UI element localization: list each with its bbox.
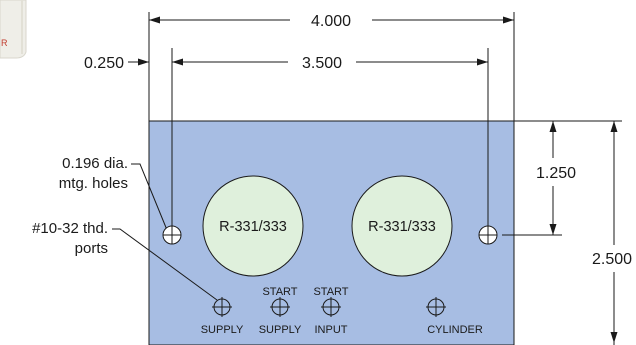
- photo-mark-text: R: [1, 38, 8, 48]
- port-cylinder: CYLINDER: [426, 297, 483, 336]
- ports-leader: [112, 228, 218, 301]
- ports-callout-line2: ports: [75, 240, 108, 257]
- port-start-input: START INPUT: [313, 286, 348, 336]
- mounting-hole-left: [162, 225, 182, 245]
- mounting-hole-right: [478, 225, 498, 245]
- product-photo-fragment: R: [0, 0, 27, 59]
- overall-height-label: 2.500: [592, 251, 632, 268]
- port-start-supply-top-label: START: [262, 286, 297, 298]
- mounting-holes-callout-line1: 0.196 dia.: [62, 155, 128, 172]
- photo-body: [0, 0, 27, 59]
- callout-ports: #10-32 thd. ports: [32, 220, 218, 301]
- arrow-width-left: [149, 16, 160, 24]
- dimension-overall-height: 2.500: [592, 121, 632, 345]
- dimension-overall-width: 4.000: [149, 13, 514, 30]
- extension-lines: [148, 12, 622, 236]
- mounting-holes-leader: [131, 163, 168, 231]
- hole-spacing-label: 3.500: [302, 55, 342, 72]
- port-start-supply-bottom-label: SUPPLY: [259, 324, 302, 336]
- arrow-offset-left: [138, 58, 149, 66]
- port-start-input-bottom-label: INPUT: [315, 324, 348, 336]
- arrow-spacing-right: [477, 58, 488, 66]
- valve-left-label: R-331/333: [219, 219, 287, 235]
- hole-height-label: 1.250: [536, 165, 576, 182]
- valve-left: R-331/333: [202, 175, 304, 277]
- dimension-hole-offset: 0.250: [84, 55, 190, 72]
- ports-callout-line1: #10-32 thd.: [32, 220, 108, 237]
- valve-right-label: R-331/333: [368, 219, 436, 235]
- callout-mounting-holes: 0.196 dia. mtg. holes: [59, 155, 168, 231]
- overall-width-label: 4.000: [311, 13, 351, 30]
- valve-right: R-331/333: [351, 175, 453, 277]
- dimension-hole-spacing: 3.500: [172, 55, 488, 72]
- port-supply: SUPPLY: [201, 297, 244, 336]
- port-start-supply: START SUPPLY: [259, 286, 302, 336]
- port-start-input-top-label: START: [313, 286, 348, 298]
- port-cylinder-label: CYLINDER: [427, 324, 483, 336]
- valve-left-circle: [202, 175, 304, 277]
- arrow-height-bottom: [610, 332, 618, 343]
- valve-right-circle: [351, 175, 453, 277]
- dimension-hole-height: 1.250: [536, 121, 576, 235]
- arrow-width-right: [503, 16, 514, 24]
- arrow-height-top: [610, 121, 618, 132]
- arrow-hole-height-bottom: [549, 224, 557, 235]
- port-supply-label: SUPPLY: [201, 324, 244, 336]
- hole-offset-label: 0.250: [84, 55, 124, 72]
- arrow-hole-height-top: [549, 121, 557, 132]
- mounting-holes-callout-line2: mtg. holes: [59, 175, 128, 192]
